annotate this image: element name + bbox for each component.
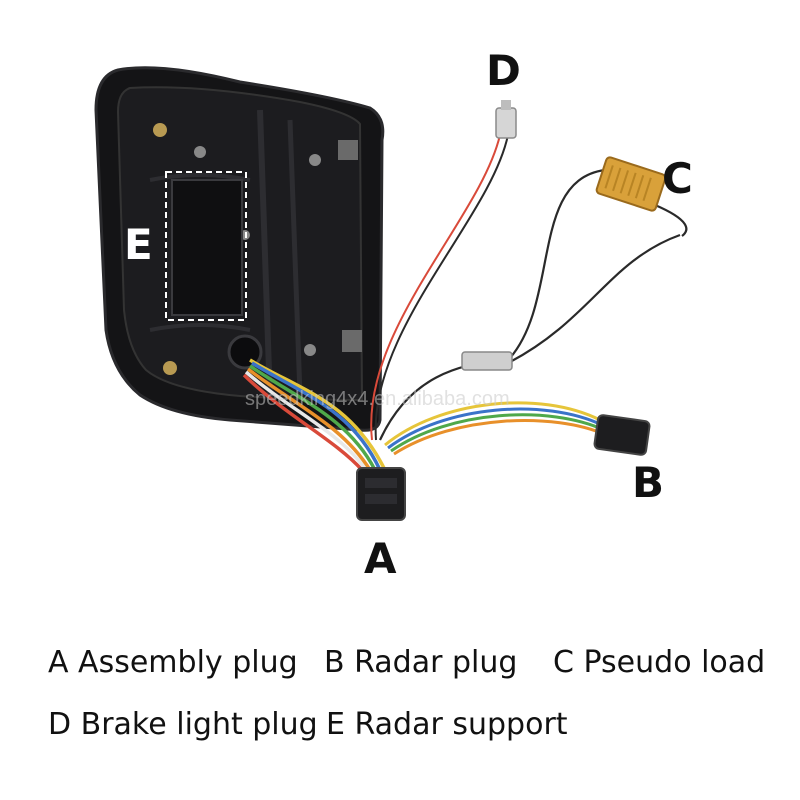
callout-label-d: D: [486, 46, 521, 95]
callout-label-a: A: [364, 534, 397, 583]
brake-light-plug: [495, 100, 517, 139]
assembly-plug: [356, 467, 406, 521]
callout-label-c: C: [662, 154, 693, 203]
pseudo-load-resistor: [595, 156, 667, 212]
legend-item-pseudo-load: C Pseudo load: [553, 645, 766, 680]
callout-label-b: B: [632, 458, 665, 507]
wire-harness-main: [242, 358, 387, 472]
tail-light-product-photo: [94, 66, 688, 521]
callout-label-e: E: [124, 220, 153, 269]
legend-item-assembly-plug: A Assembly plug: [48, 645, 298, 680]
radar-support-bracket: [165, 171, 247, 321]
legend-item-radar-support: E Radar support: [326, 707, 568, 742]
legend-item-brake-light-plug: D Brake light plug: [48, 707, 318, 742]
legend-item-radar-plug: B Radar plug: [324, 645, 518, 680]
wire-brake-light: [370, 134, 509, 441]
tail-light-housing: [94, 66, 385, 432]
wire-harness-radar: [384, 401, 607, 456]
radar-plug: [593, 414, 651, 456]
watermark-text: speedking4x4.en.alibaba.com: [245, 388, 510, 410]
inline-splice-connector: [461, 351, 513, 371]
